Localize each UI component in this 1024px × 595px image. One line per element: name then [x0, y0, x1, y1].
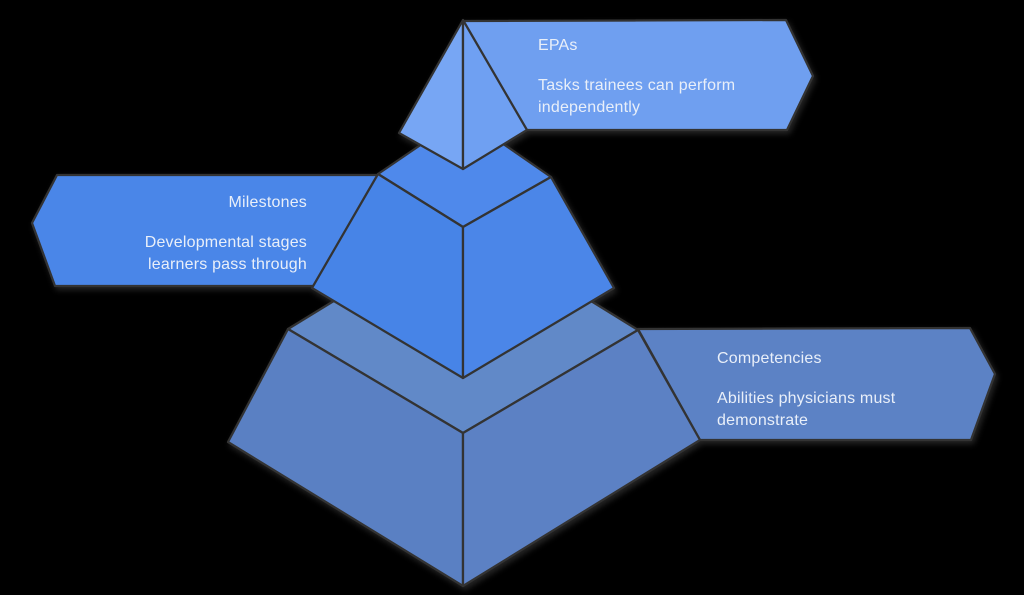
milestones-tier-right-face: [461, 175, 616, 380]
competencies-description-line-1: Abilities physicians must: [717, 390, 896, 407]
milestones-description-line-1: Developmental stages: [144, 234, 307, 251]
milestones-description-line-2: learners pass through: [148, 256, 307, 273]
epas-title: EPAs: [538, 37, 578, 54]
competencies-tier-right-face: [461, 328, 702, 588]
epas-description-line-1: Tasks trainees can perform: [538, 77, 736, 94]
epas-tip-right-face: [461, 18, 529, 171]
epas-banner-label: EPAs Tasks trainees can perform independ…: [538, 35, 735, 119]
milestones-banner-label: Milestones Developmental stages learners…: [145, 192, 307, 276]
competencies-description-line-2: demonstrate: [717, 412, 809, 429]
competencies-title: Competencies: [717, 350, 822, 367]
epas-description-line-2: independently: [538, 99, 641, 116]
epas-tip-left-face: [397, 18, 465, 171]
competencies-banner-label: Competencies Abilities physicians must d…: [717, 348, 895, 432]
milestones-title: Milestones: [228, 194, 307, 211]
